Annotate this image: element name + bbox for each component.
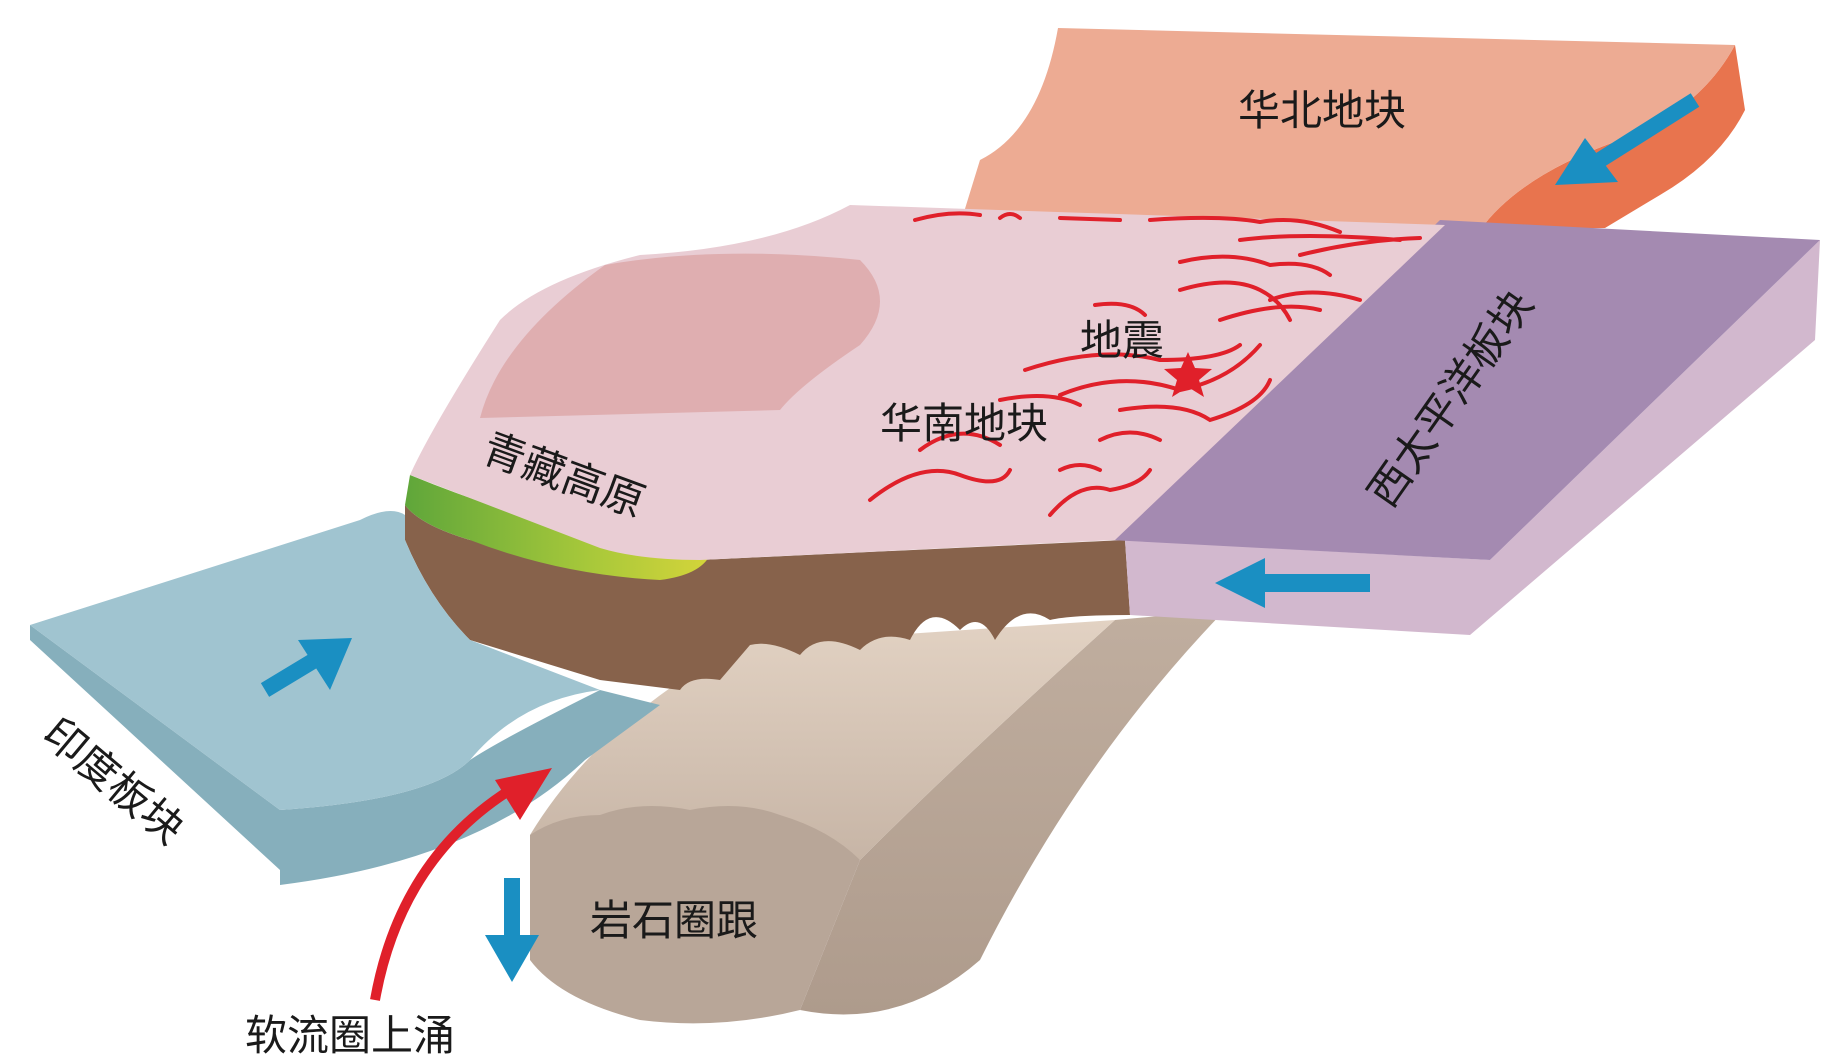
north-china-block-label: 华北地块 — [1238, 86, 1406, 135]
fault-line — [1060, 218, 1120, 220]
earthquake-label: 地震 — [1080, 316, 1164, 365]
asthenosphere-upwelling-label: 软流圈上涌 — [245, 1011, 455, 1060]
lithospheric-root-label: 岩石圈跟 — [590, 896, 758, 945]
south-china-block-label: 华南地块 — [880, 399, 1048, 448]
